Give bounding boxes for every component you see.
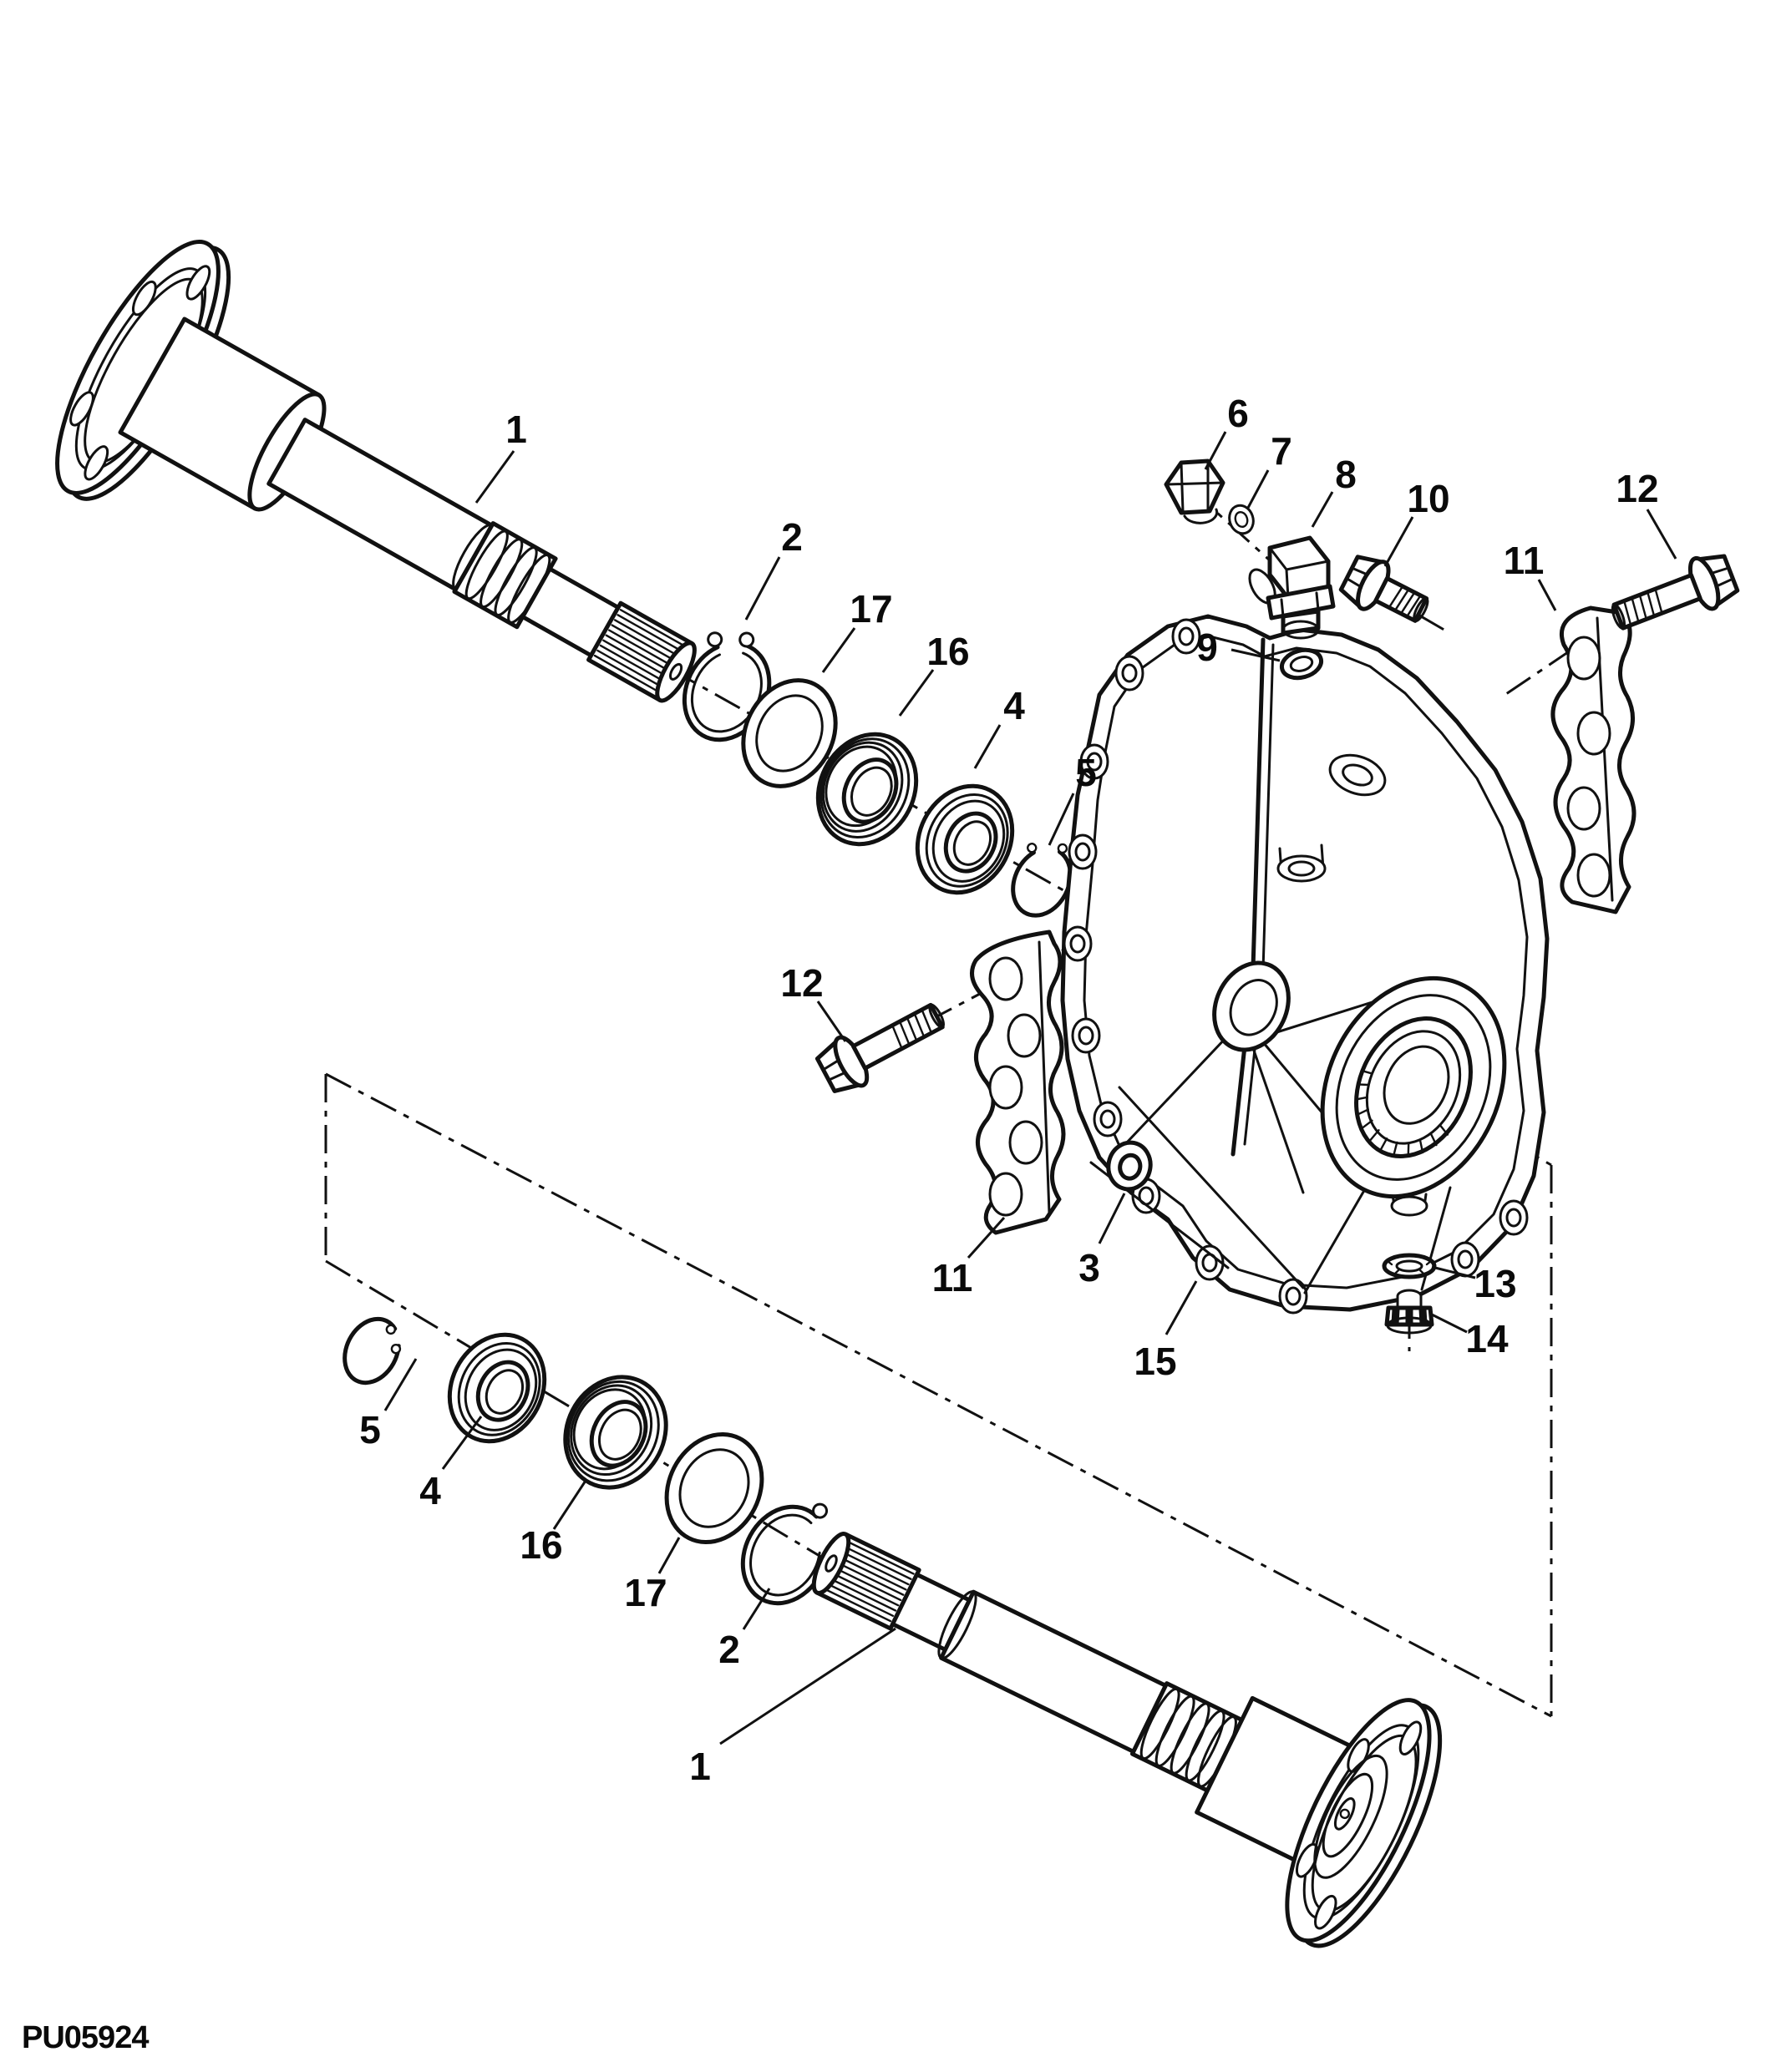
shaft-body	[939, 1589, 1168, 1754]
flange-bolt-12-left	[814, 1002, 945, 1093]
callout-label-15: 15	[1134, 1340, 1176, 1383]
callout-label-5: 5	[1075, 751, 1097, 794]
callout-label-2: 2	[781, 515, 803, 559]
callout-leader	[657, 1537, 681, 1574]
mounting-bracket-11-left	[970, 930, 1066, 1235]
boundary-diagonal	[325, 1072, 1552, 1718]
callout-leader	[1646, 509, 1677, 560]
callout-leader	[1231, 648, 1281, 662]
oil-seal-16-lower	[563, 1375, 668, 1490]
spline-teeth	[821, 1539, 915, 1623]
drain-plug-14	[1384, 1289, 1434, 1335]
callout-leader	[1204, 431, 1227, 470]
callout-label-11: 11	[932, 1256, 973, 1299]
callout-leader	[1537, 579, 1557, 611]
callout-leader	[1431, 1265, 1476, 1279]
callout-leader	[973, 724, 1002, 769]
callout-leader	[742, 1588, 771, 1630]
drawing-code: PU05924	[22, 2020, 149, 2055]
callout-leader	[474, 450, 515, 504]
callout-label-14: 14	[1465, 1317, 1509, 1360]
o-ring-9	[1279, 647, 1324, 681]
callout-leader	[1246, 469, 1270, 509]
o-ring-3	[1106, 1140, 1153, 1192]
callout-leader	[383, 1358, 418, 1411]
thrust-washer-17-upper	[741, 678, 838, 788]
callout-leader	[552, 1480, 587, 1530]
detail-boundary	[324, 1072, 1553, 1718]
callout-label-3: 3	[1078, 1246, 1100, 1289]
flange-bolt-hole	[1314, 1894, 1337, 1930]
flange-bolt-hole	[131, 280, 157, 317]
callout-leader	[898, 669, 935, 717]
flange-bolt-hole	[185, 265, 211, 301]
callout-leader	[1165, 1280, 1198, 1335]
spline-teeth	[593, 609, 689, 695]
callout-label-5: 5	[359, 1408, 381, 1451]
callout-label-7: 7	[1271, 429, 1292, 473]
callout-label-8: 8	[1335, 453, 1357, 496]
callout-leader	[816, 1001, 847, 1042]
callout-leader	[744, 556, 781, 621]
callout-label-12: 12	[1616, 467, 1658, 510]
callout-label-13: 13	[1474, 1262, 1516, 1305]
callout-label-6: 6	[1227, 392, 1249, 435]
ball-bearing-4-lower	[447, 1332, 547, 1444]
cap-nut-6	[1164, 458, 1225, 524]
callout-label-12: 12	[780, 961, 823, 1005]
bore-splines	[1355, 1070, 1449, 1158]
ball-bearing-4-upper	[915, 783, 1015, 895]
callout-label-17: 17	[850, 587, 892, 631]
callout-leader	[1311, 491, 1334, 528]
flange-bolt-hole	[1398, 1720, 1423, 1755]
wheel-flange-lower	[1285, 1698, 1432, 1943]
callout-leader	[821, 627, 856, 673]
housing-boss	[1328, 753, 1387, 797]
callout-label-16: 16	[520, 1523, 562, 1567]
callout-label-1: 1	[689, 1745, 711, 1788]
callout-label-10: 10	[1407, 477, 1449, 520]
sealing-washer-13	[1382, 1253, 1437, 1279]
callout-leader	[719, 1627, 896, 1745]
flange-bolt-10	[1338, 555, 1429, 623]
oil-seal-16-upper	[815, 732, 919, 847]
axle-shaft-lower	[811, 1531, 1443, 1948]
callout-leader	[967, 1216, 1006, 1259]
callout-leader	[1429, 1312, 1468, 1334]
callout-label-4: 4	[1003, 684, 1025, 727]
callout-leader	[1383, 516, 1414, 567]
flange-bolt-12-right	[1611, 554, 1740, 631]
callout-label-9: 9	[1196, 626, 1218, 669]
callout-leader	[1048, 793, 1075, 846]
callout-label-17: 17	[624, 1571, 667, 1614]
output-bore	[1320, 975, 1507, 1199]
mounting-bracket-11-right	[1550, 605, 1636, 914]
callout-label-11: 11	[1504, 539, 1545, 582]
flange-bolt-hole	[69, 391, 94, 427]
filler-boss	[1276, 843, 1327, 883]
thrust-washer-17-lower	[664, 1431, 764, 1545]
elbow-fitting-8	[1248, 535, 1336, 640]
callout-leader	[441, 1416, 483, 1470]
washer-7	[1228, 504, 1255, 535]
callout-label-16: 16	[926, 630, 969, 673]
callout-leader	[1098, 1193, 1126, 1244]
flange-bolt-hole	[84, 445, 109, 481]
transaxle-housing-15	[1060, 614, 1550, 1315]
callout-label-4: 4	[419, 1469, 441, 1512]
axle-shaft-upper	[55, 240, 697, 703]
callout-label-2: 2	[718, 1628, 740, 1671]
snap-ring-2-upper	[682, 631, 772, 742]
snap-ring-5-lower	[343, 1316, 402, 1386]
upper-axle-bore	[1212, 960, 1291, 1052]
callout-label-1: 1	[505, 408, 527, 451]
